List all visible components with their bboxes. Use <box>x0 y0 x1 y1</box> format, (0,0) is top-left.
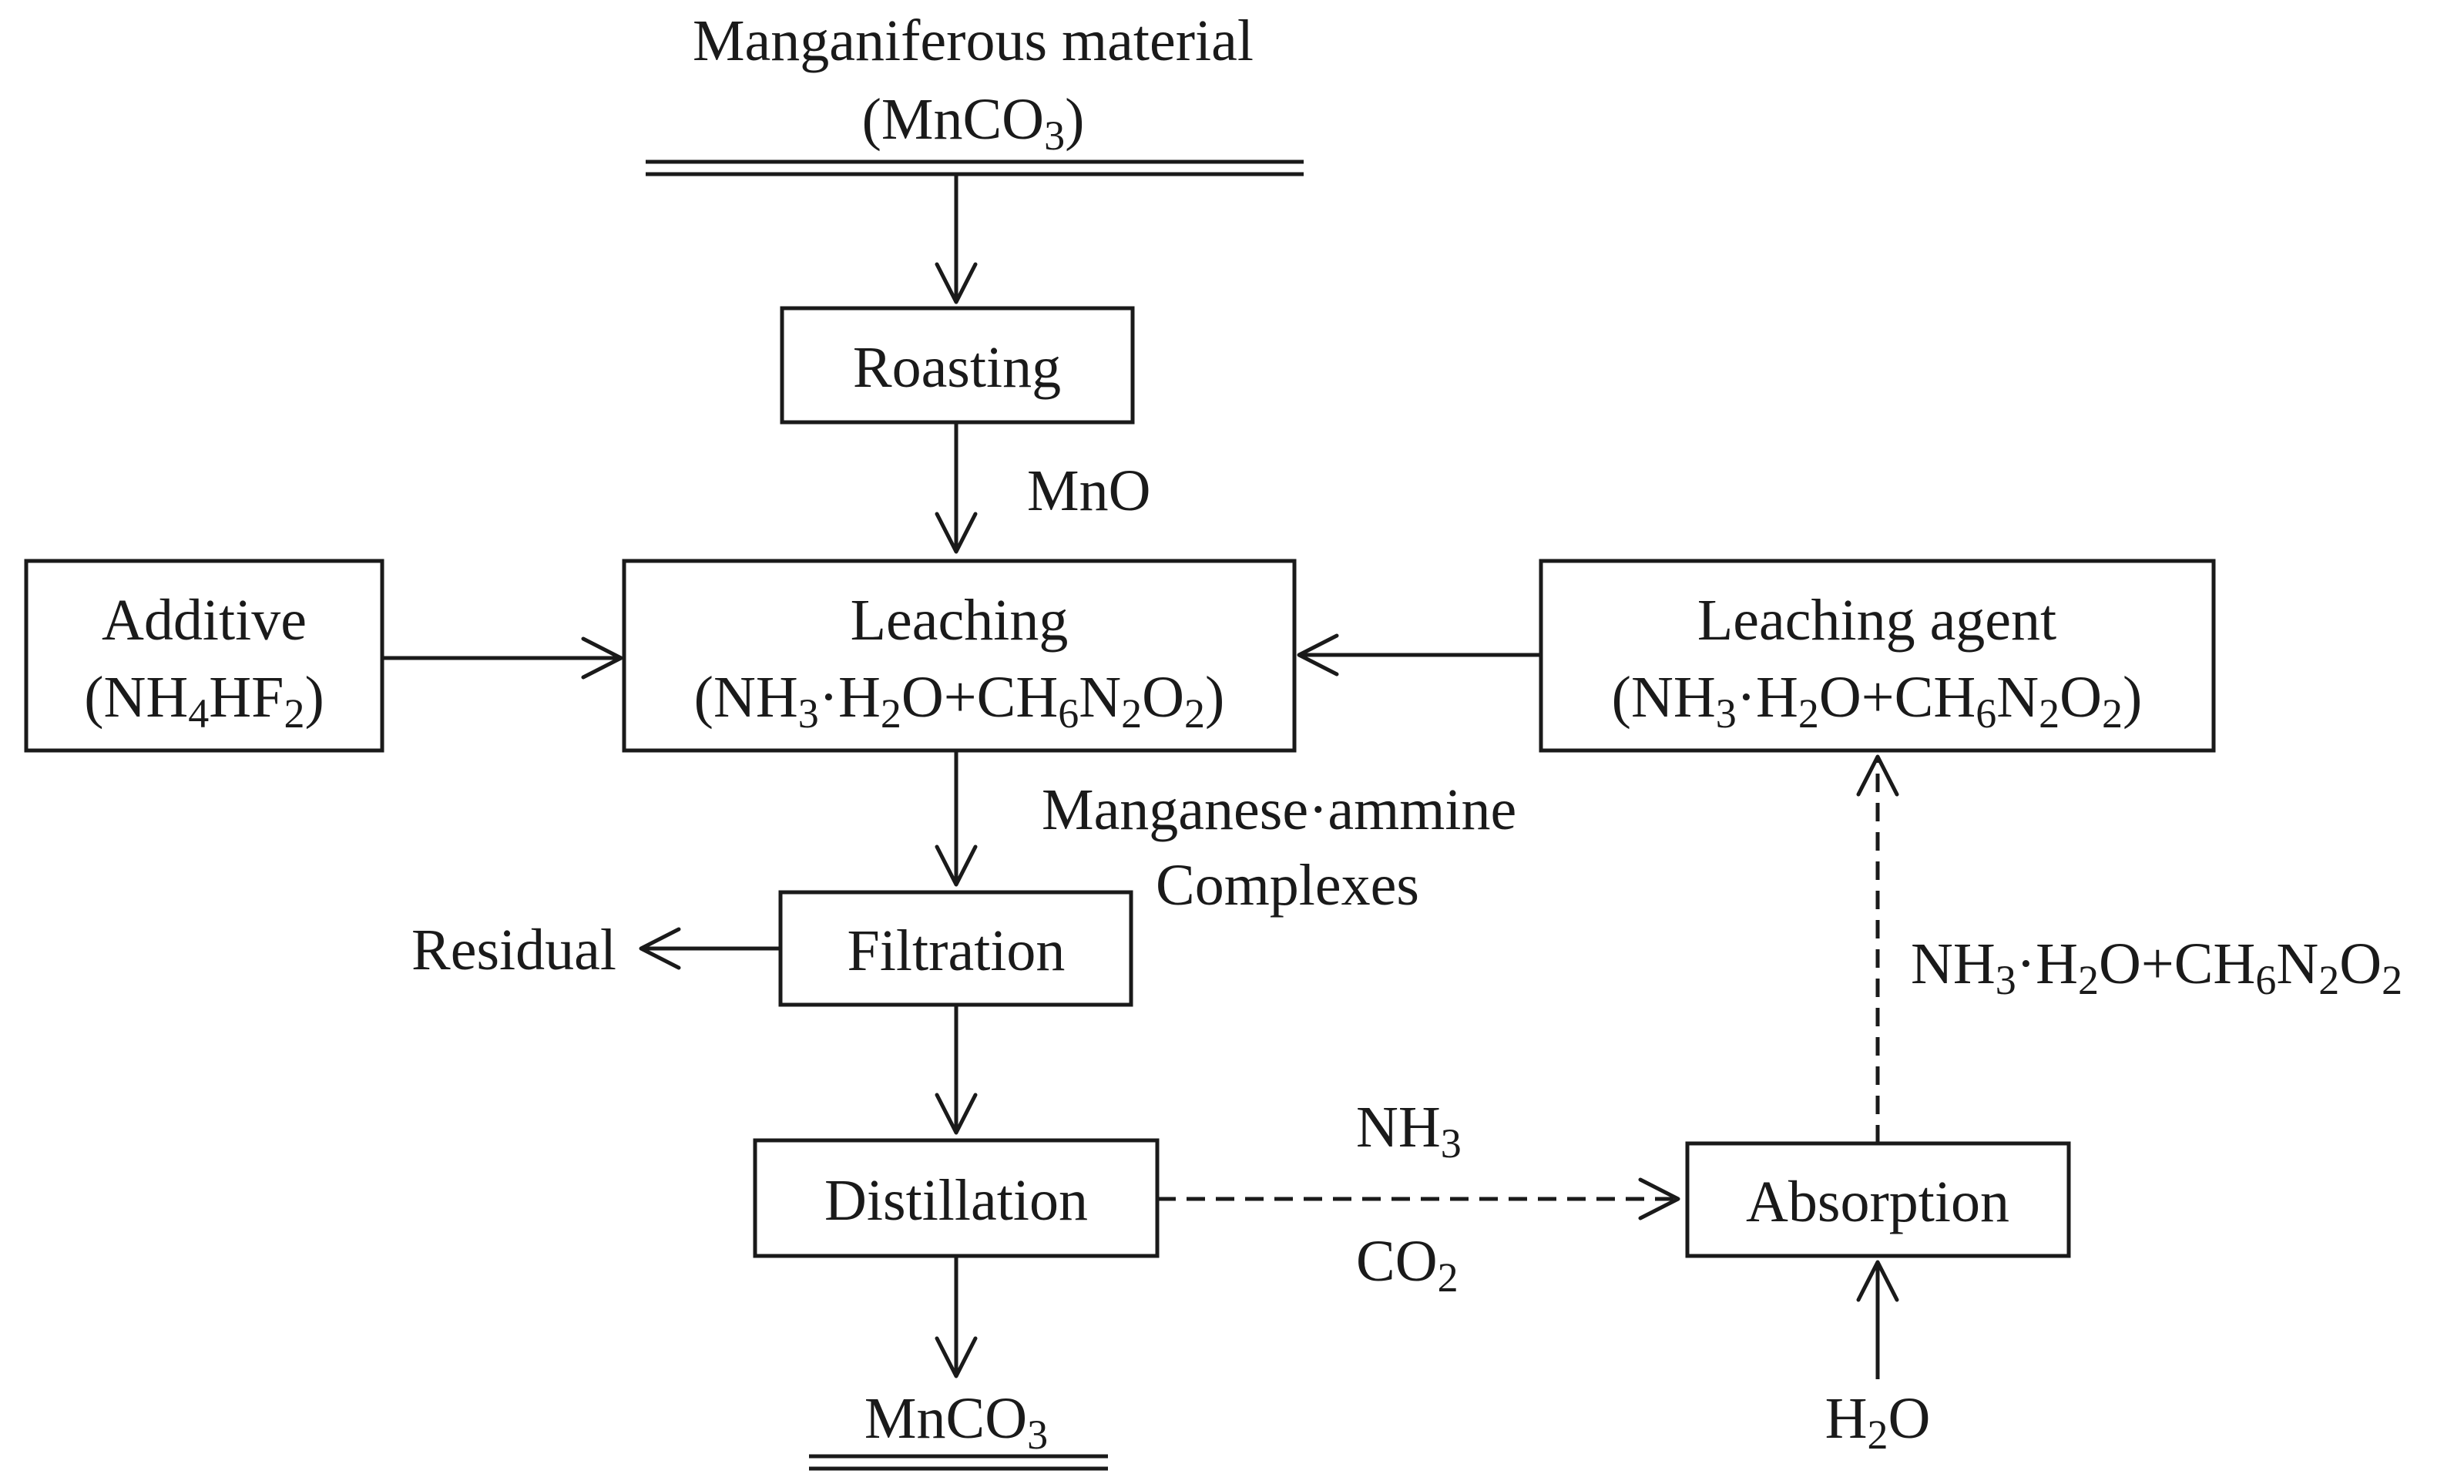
source-label-line2: (MnCO3) <box>862 87 1085 159</box>
leaching-agent-label-line1: Leaching agent <box>1697 588 2056 653</box>
arrow-roasting-to-leaching <box>935 422 978 554</box>
roasting-box <box>780 306 1135 425</box>
water-label: H2O <box>1825 1386 1931 1458</box>
arrow-water-to-absorption <box>1856 1260 1899 1379</box>
distillation-node: Distillation <box>753 1138 1160 1258</box>
source-label-line1: Manganiferous material <box>693 8 1254 73</box>
leaching-agent-node: Leaching agent (NH3·H2O+CH6N2O2) <box>1539 559 2216 753</box>
leaching-box <box>622 559 1297 753</box>
distillation-label: Distillation <box>824 1168 1088 1233</box>
leaching-label-line1: Leaching <box>851 588 1069 653</box>
arrow-filtration-to-distillation <box>935 1005 978 1135</box>
product-label: MnCO3 <box>864 1386 1048 1458</box>
arrow-leaching-agent-to-leaching <box>1297 633 1541 677</box>
additive-label-line1: Additive <box>102 588 307 653</box>
co2-gas-label: CO2 <box>1356 1229 1459 1301</box>
distillation-box <box>753 1138 1160 1258</box>
nh3-gas-label: NH3 <box>1356 1095 1462 1167</box>
arrow-leaching-to-filtration <box>935 750 978 887</box>
absorption-box <box>1685 1141 2071 1258</box>
recycle-label: NH3·H2O+CH6N2O2 <box>1911 932 2402 1003</box>
filtration-label: Filtration <box>848 918 1066 983</box>
arrow-distillation-to-absorption <box>1157 1177 1680 1220</box>
leaching-agent-box <box>1539 559 2216 753</box>
source-node: Manganiferous material (MnCO3) <box>646 8 1304 176</box>
source-formula-subscript: 3 <box>1044 112 1065 159</box>
arrow-filtration-to-residual <box>639 927 780 970</box>
leaching-node: Leaching (NH3·H2O+CH6N2O2) <box>622 559 1297 753</box>
filtration-node: Filtration <box>778 890 1133 1007</box>
leaching-label-line2: (NH3·H2O+CH6N2O2) <box>694 665 1225 737</box>
leaching-agent-label-line2: (NH3·H2O+CH6N2O2) <box>1612 665 2143 737</box>
complexes-label-line2: Complexes <box>1156 853 1419 918</box>
residual-label: Residual <box>411 918 616 982</box>
source-formula-part: (MnCO <box>862 87 1044 152</box>
roasting-node: Roasting <box>780 306 1135 425</box>
absorption-label: Absorption <box>1746 1170 2009 1234</box>
arrow-absorption-to-leaching-agent <box>1856 754 1899 1143</box>
arrow-distillation-to-product <box>935 1256 978 1378</box>
complexes-label-line1: Manganese·ammine <box>1042 777 1516 842</box>
additive-label-line2: (NH4HF2) <box>84 665 324 737</box>
arrow-additive-to-leaching <box>382 636 623 680</box>
product-node: MnCO3 <box>809 1386 1108 1471</box>
mno-label: MnO <box>1027 458 1150 523</box>
roasting-label: Roasting <box>853 335 1061 400</box>
source-formula-part: ) <box>1065 87 1084 152</box>
additive-node: Additive (NH4HF2) <box>24 559 384 753</box>
arrow-source-to-roasting <box>935 174 978 304</box>
absorption-node: Absorption <box>1685 1141 2071 1258</box>
filtration-box <box>778 890 1133 1007</box>
additive-box <box>24 559 384 753</box>
